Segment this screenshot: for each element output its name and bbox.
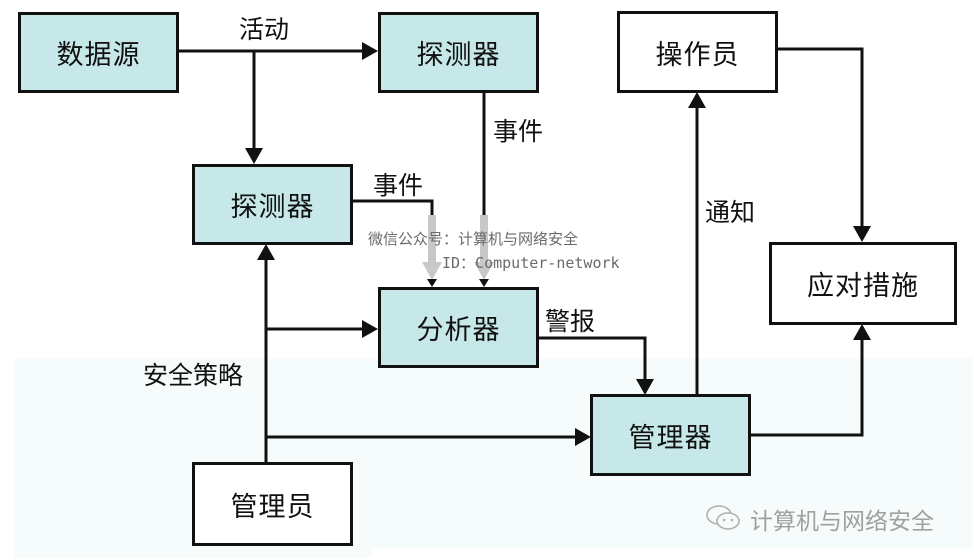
arrowhead-response-bottom (853, 324, 871, 340)
arrowhead-analyzer-policy (362, 320, 378, 338)
node-label: 应对措施 (807, 271, 919, 302)
arrowhead-response-top (853, 226, 871, 242)
watermark-line2: ID：Computer-network (442, 254, 620, 272)
node-data-source: 数据源 (18, 12, 179, 93)
edge-manager-to-response (751, 336, 864, 437)
edge-label-event-mid: 事件 (373, 171, 424, 200)
wechat-icon (706, 505, 740, 530)
edge-label-activity: 活动 (239, 15, 290, 44)
arrowhead-analyzer-event-top (479, 279, 489, 287)
node-detector-mid: 探测器 (192, 164, 353, 245)
node-administrator: 管理员 (192, 462, 353, 546)
node-operator: 操作员 (617, 11, 778, 93)
arrowhead-detector-top (362, 42, 378, 60)
arrowhead-operator-notify (688, 92, 706, 108)
arrowhead-detector-mid-from-policy (257, 244, 275, 260)
node-response: 应对措施 (769, 242, 957, 325)
node-label: 数据源 (56, 40, 141, 71)
edge-operator-to-response (777, 47, 864, 230)
node-label: 操作员 (655, 39, 740, 71)
node-analyzer: 分析器 (378, 287, 539, 368)
arrowhead-analyzer-event-mid (427, 279, 437, 287)
watermark-arrowhead (474, 262, 494, 280)
node-label: 管理器 (628, 422, 713, 454)
edge-label-notify: 通知 (705, 198, 756, 227)
watermark-brand: 计算机与网络安全 (750, 509, 934, 535)
edge-alert (538, 336, 647, 383)
watermark-arrowhead (422, 262, 442, 280)
node-detector-top: 探测器 (378, 12, 539, 93)
node-manager-device: 管理器 (590, 394, 751, 476)
arrowhead-detector-mid (245, 148, 263, 164)
edge-label-event-top: 事件 (493, 117, 544, 146)
arrowhead-manager-policy (575, 428, 591, 446)
node-label: 管理员 (230, 491, 315, 523)
edge-label-alert: 警报 (545, 307, 596, 336)
edge-label-security-policy: 安全策略 (143, 361, 244, 390)
watermark-arrow-shaft (428, 215, 436, 265)
watermark-arrow-shaft (480, 215, 488, 265)
arrowhead-manager-alert (636, 379, 654, 395)
node-label: 探测器 (230, 192, 315, 223)
watermark-line1: 微信公众号：计算机与网络安全 (368, 230, 579, 248)
node-label: 探测器 (416, 40, 501, 71)
node-label: 分析器 (416, 315, 501, 346)
